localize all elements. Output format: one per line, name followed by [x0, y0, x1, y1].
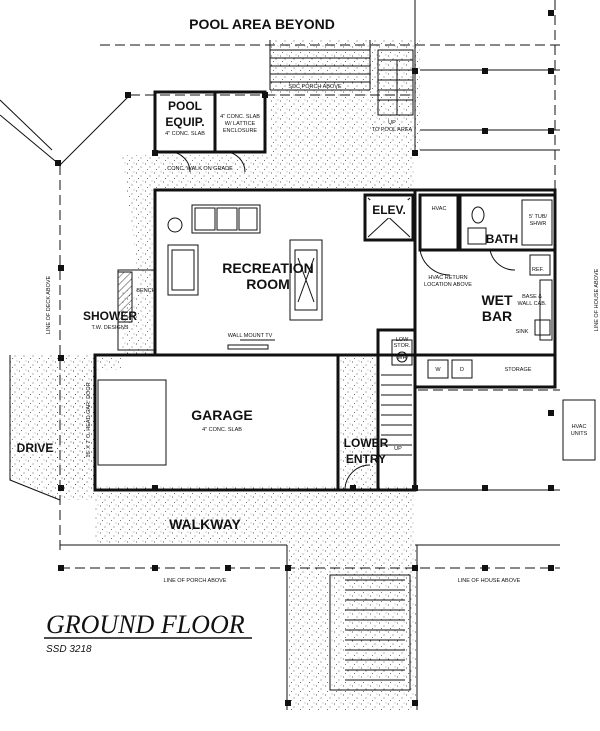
recreation-label-2: ROOM	[246, 276, 290, 292]
pool-stairs	[100, 40, 560, 116]
up-entry-label: UP	[394, 446, 402, 452]
lattice-label-2: W/ LATTICE	[225, 121, 256, 127]
bench-label: BENCH	[136, 288, 155, 294]
garage-door-label: 16' X 7' O. HEAD GAR. DOOR	[86, 382, 92, 457]
title-block: GROUND FLOOR SSD 3218	[44, 610, 252, 655]
lattice-label-3: ENCLOSURE	[223, 128, 258, 134]
bath-label: BATH	[486, 232, 518, 246]
sdc-porch-label: SDC PORCH ABOVE	[288, 84, 342, 90]
sink-label: SINK	[516, 329, 529, 335]
elevator: ELEV.	[363, 193, 415, 242]
low-label: LOW	[396, 337, 409, 343]
line-deck-above-label: LINE OF DECK ABOVE	[46, 275, 52, 334]
recreation-label-1: RECREATION	[222, 260, 314, 276]
dryer-label: D	[460, 367, 464, 373]
wall-tv-label: WALL MOUNT TV	[228, 333, 273, 339]
plan-labels: POOL AREA BEYOND SDC PORCH ABOVE UP TO P…	[46, 16, 600, 584]
pool-slab-label: 4" CONC. SLAB	[165, 131, 205, 137]
pool-area-label: POOL AREA BEYOND	[189, 16, 335, 32]
lower-label-1: LOWER	[344, 436, 389, 450]
drive-label: DRIVE	[17, 441, 54, 455]
pool-equip-label-2: EQUIP.	[165, 115, 204, 129]
walkway-label: WALKWAY	[169, 516, 241, 532]
base-wall-label-1: BASE &	[522, 294, 542, 300]
to-pool-area-label: TO POOL AREA	[372, 127, 413, 133]
recreation-furniture	[167, 204, 323, 350]
posts	[55, 10, 554, 706]
stor-label: STOR.	[394, 343, 411, 349]
hvac-return-label-2: LOCATION ABOVE	[424, 282, 472, 288]
laundry: LOW STOR. WH W D STORAGE	[391, 337, 532, 379]
wh-label: WH	[397, 355, 406, 361]
hvac-label: HVAC	[432, 206, 447, 212]
bottom-lines	[60, 389, 560, 569]
wet-bar: WET BAR REF. BASE & WALL CAB. SINK	[481, 254, 553, 341]
lattice-label-1: 4" CONC. SLAB	[220, 114, 260, 120]
lower-label-2: ENTRY	[346, 452, 386, 466]
garage-slab-label: 4" CONC. SLAB	[202, 427, 242, 433]
washer-label: W	[435, 367, 441, 373]
tub-label: 5' TUB/	[529, 214, 548, 220]
walkway-stairs	[286, 545, 418, 710]
storage-label: STORAGE	[505, 367, 532, 373]
hvac-units: HVAC UNITS	[562, 399, 596, 461]
garage: GARAGE 4" CONC. SLAB 16' X 7' O. HEAD GA…	[86, 379, 253, 466]
shower-sub-label: T.W. DESIGNS	[92, 325, 129, 331]
hvac-units-label-2: UNITS	[571, 431, 588, 437]
pool-equipment-room: POOL EQUIP. 4" CONC. SLAB 4" CONC. SLAB …	[153, 90, 267, 173]
hvac-closet: HVAC	[418, 193, 460, 276]
conc-walk-label: CONC. WALK ON GRADE	[167, 166, 233, 172]
bath: BATH 5' TUB/ SHWR	[458, 193, 557, 271]
garage-label: GARAGE	[191, 407, 252, 423]
shower-label: SHOWER	[83, 309, 137, 323]
ref-label: REF.	[532, 267, 544, 273]
wet-label-1: WET	[481, 292, 513, 308]
house-walls	[93, 188, 557, 492]
line-porch-above-label: LINE OF PORCH ABOVE	[164, 578, 227, 584]
up-pool-label: UP	[388, 120, 396, 126]
line-house-bottom-label: LINE OF HOUSE ABOVE	[458, 578, 521, 584]
line-house-right-label: LINE OF HOUSE ABOVE	[594, 268, 600, 331]
outdoor-shower: BENCH SHOWER T.W. DESIGNS	[83, 269, 156, 351]
shwr-label: SHWR	[530, 221, 547, 227]
drive: DRIVE	[9, 355, 61, 501]
hvac-return-label-1: HVAC RETURN	[428, 275, 467, 281]
paved-areas	[10, 40, 420, 710]
plan-title: GROUND FLOOR	[46, 610, 245, 639]
hvac-units-label-1: HVAC	[572, 424, 587, 430]
wet-label-2: BAR	[482, 308, 512, 324]
entry-stair	[344, 374, 412, 491]
elevator-label: ELEV.	[372, 203, 406, 217]
pool-equip-label-1: POOL	[168, 99, 202, 113]
plan-subtitle: SSD 3218	[46, 644, 92, 655]
base-wall-label-2: WALL CAB.	[518, 301, 547, 307]
